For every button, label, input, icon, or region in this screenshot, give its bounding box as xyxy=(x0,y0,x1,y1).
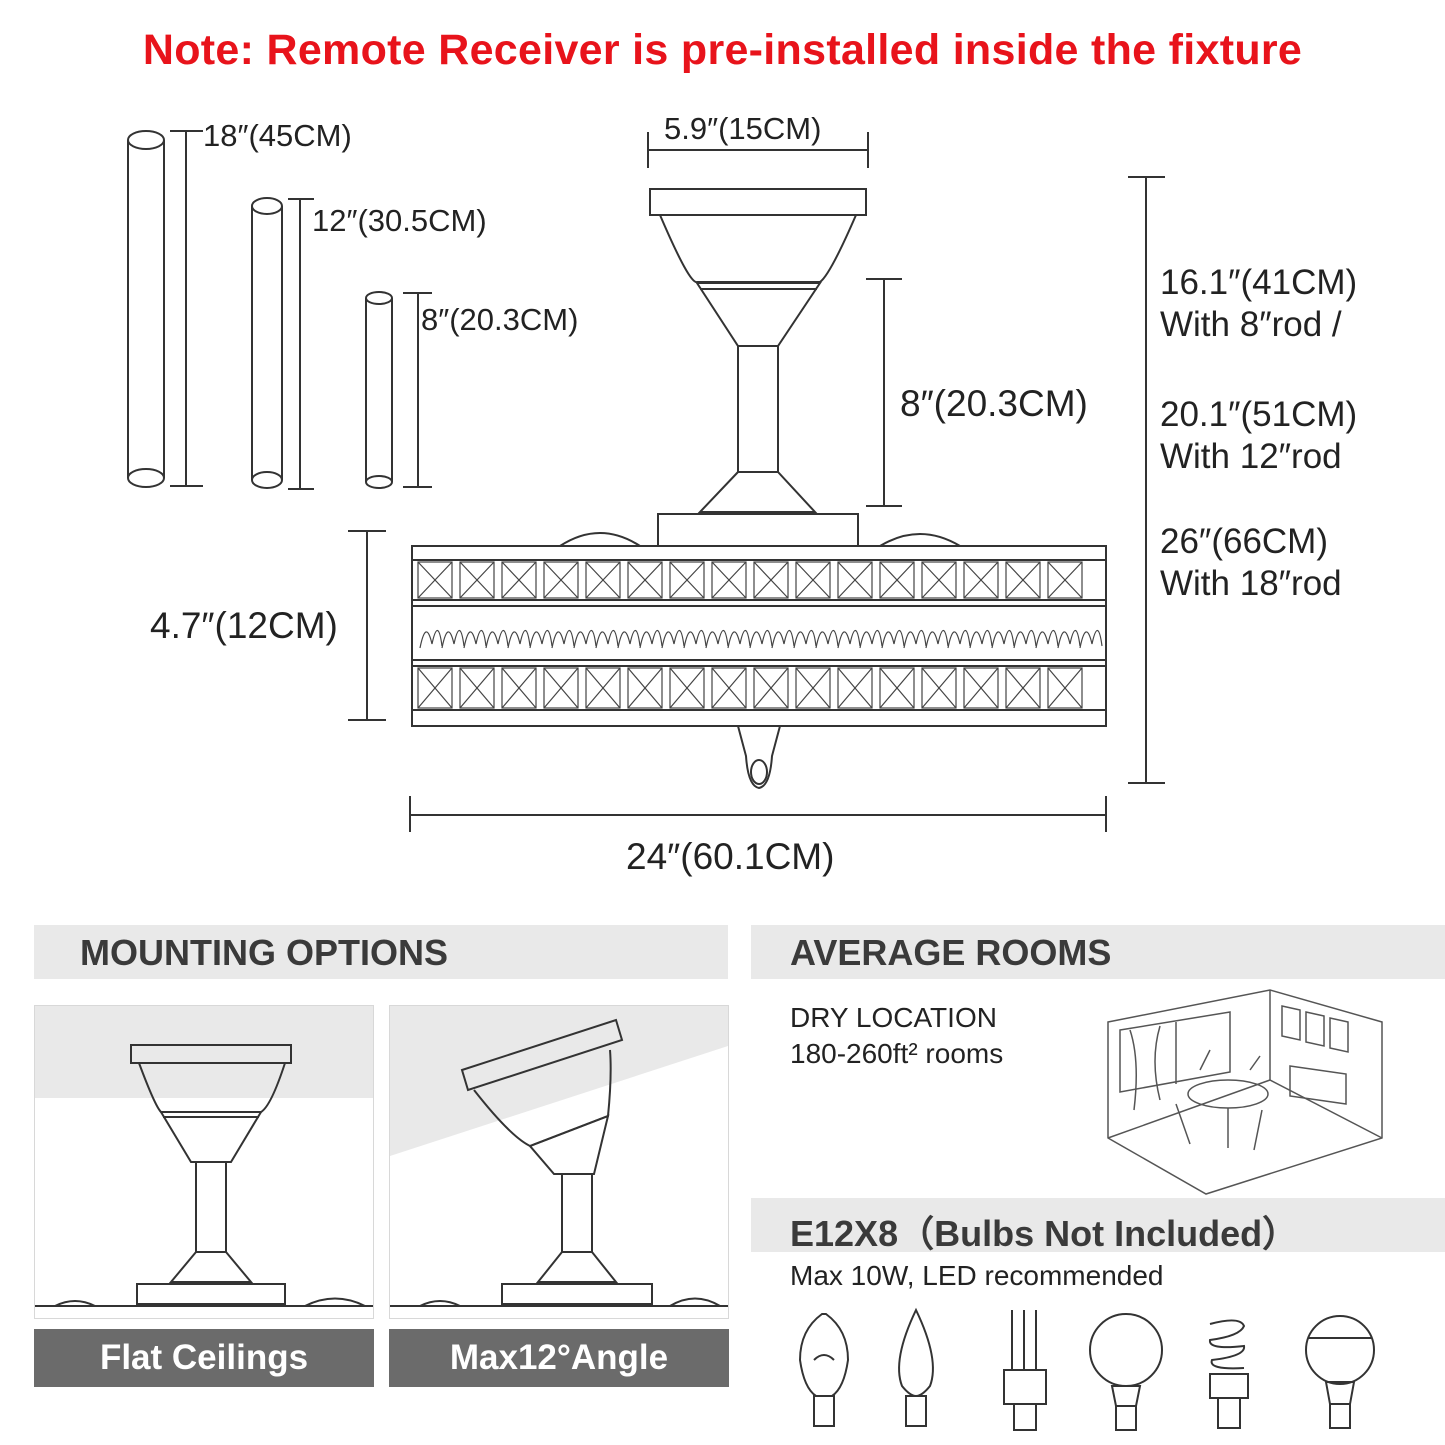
bulbs-note: Max 10W, LED recommended xyxy=(790,1260,1164,1291)
rod-8-icon xyxy=(365,291,432,489)
dry-location-label: DRY LOCATION xyxy=(790,1002,997,1033)
led-bulb-icon xyxy=(1305,1315,1375,1429)
bulbs-bar xyxy=(751,1198,1445,1252)
fixture-body xyxy=(348,176,1165,832)
angled-ceiling-panel xyxy=(389,1005,729,1319)
spiral-bulb-icon xyxy=(1208,1319,1249,1429)
rod-18-icon xyxy=(127,130,203,488)
total-height-3: 26″(66CM) With 18″rod xyxy=(1160,522,1342,603)
diameter-label: 24″(60.1CM) xyxy=(626,836,835,877)
rod-12-label: 12″(30.5CM) xyxy=(312,203,487,238)
angled-ceiling-drawing xyxy=(390,1006,728,1307)
candle-bulb-icon xyxy=(898,1307,934,1427)
drum-height-label: 4.7″(12CM) xyxy=(150,605,338,646)
average-rooms-bar xyxy=(751,925,1445,979)
drum-pattern xyxy=(417,561,1103,709)
total-height-2: 20.1″(51CM) With 12″rod xyxy=(1160,395,1358,476)
max-angle-label: Max12°Angle xyxy=(389,1329,729,1387)
flat-ceiling-panel xyxy=(34,1005,374,1319)
mounting-options-title: MOUNTING OPTIONS xyxy=(80,932,448,973)
flat-ceilings-label: Flat Ceilings xyxy=(34,1329,374,1387)
rod-12-icon xyxy=(251,197,314,490)
cfl-bulb-icon xyxy=(1003,1310,1047,1431)
edison-bulb-icon xyxy=(798,1313,850,1427)
average-rooms-title: AVERAGE ROOMS xyxy=(790,932,1112,973)
flat-ceiling-drawing xyxy=(35,1044,373,1307)
room-size-label: 180-260ft² rooms xyxy=(790,1038,1004,1069)
rod-height-label: 8″(20.3CM) xyxy=(900,383,1088,424)
receiver-note: Note: Remote Receiver is pre-installed i… xyxy=(142,26,1303,74)
rod-18-label: 18″(45CM) xyxy=(203,118,352,153)
canopy-width-label: 5.9″(15CM) xyxy=(664,111,822,146)
mounting-options-bar xyxy=(34,925,728,979)
total-height-1: 16.1″(41CM) With 8″rod / xyxy=(1160,263,1358,344)
bulbs-title: E12X8（Bulbs Not Included） xyxy=(790,1213,1299,1254)
ceiling-shade xyxy=(35,1006,373,1098)
globe-bulb-icon xyxy=(1089,1313,1163,1431)
rod-8-label: 8″(20.3CM) xyxy=(421,302,579,337)
fixture-dimension-drawing xyxy=(127,130,1165,832)
